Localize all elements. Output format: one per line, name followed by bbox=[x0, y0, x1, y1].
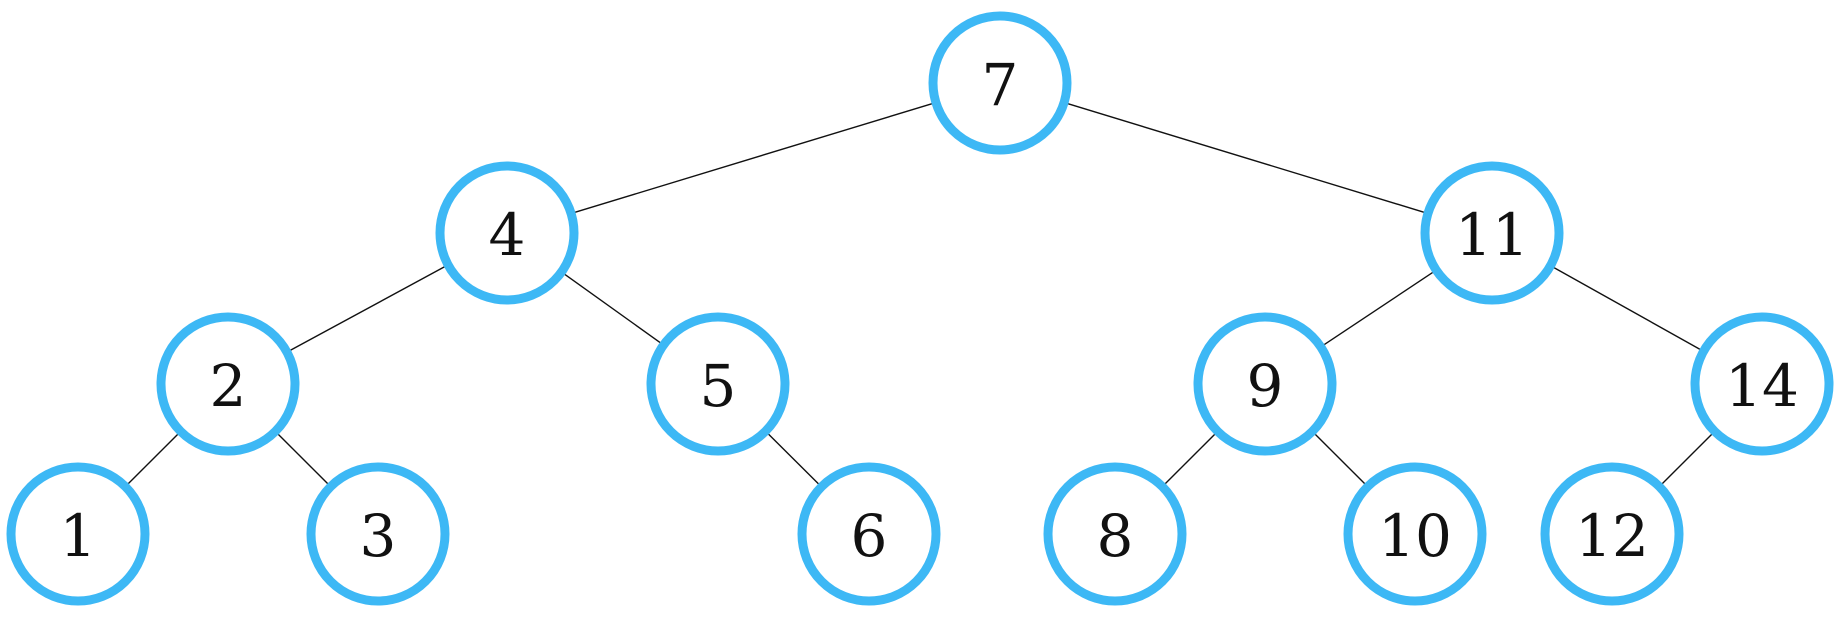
tree-node-1: 1 bbox=[6, 462, 150, 606]
node-label: 8 bbox=[1097, 502, 1134, 570]
edge-n14-n12 bbox=[1661, 433, 1713, 485]
edge-n2-n3 bbox=[277, 433, 329, 485]
tree-node-8: 8 bbox=[1043, 462, 1187, 606]
node-circle bbox=[1343, 462, 1487, 606]
node-label: 12 bbox=[1575, 502, 1649, 570]
edge-n4-n5 bbox=[564, 273, 661, 344]
node-label: 14 bbox=[1725, 352, 1799, 420]
tree-node-14: 14 bbox=[1690, 312, 1834, 456]
edge-n2-n1 bbox=[127, 433, 179, 485]
tree-node-12: 12 bbox=[1540, 462, 1684, 606]
node-label: 2 bbox=[210, 352, 247, 420]
node-circle bbox=[156, 312, 300, 456]
edge-n11-n9 bbox=[1323, 271, 1434, 346]
node-circle bbox=[797, 462, 941, 606]
edge-n9-n10 bbox=[1314, 433, 1366, 485]
tree-node-9: 9 bbox=[1193, 312, 1337, 456]
edge-n9-n8 bbox=[1164, 433, 1216, 485]
tree-nodes: 7 4 11 2 5 9 14 1 3 6 8 10 12 bbox=[6, 11, 1834, 606]
node-circle bbox=[1690, 312, 1834, 456]
node-label: 9 bbox=[1247, 352, 1284, 420]
node-label: 6 bbox=[851, 502, 888, 570]
node-circle bbox=[1193, 312, 1337, 456]
node-circle bbox=[1043, 462, 1187, 606]
tree-node-7: 7 bbox=[928, 11, 1072, 155]
node-circle bbox=[928, 11, 1072, 155]
node-label: 3 bbox=[360, 502, 397, 570]
node-label: 7 bbox=[982, 51, 1019, 119]
tree-node-5: 5 bbox=[646, 312, 790, 456]
tree-node-10: 10 bbox=[1343, 462, 1487, 606]
tree-node-3: 3 bbox=[306, 462, 450, 606]
node-label: 1 bbox=[60, 502, 97, 570]
node-circle bbox=[1540, 462, 1684, 606]
node-circle bbox=[646, 312, 790, 456]
tree-node-4: 4 bbox=[435, 161, 579, 305]
node-label: 11 bbox=[1455, 201, 1529, 269]
edge-n11-n14 bbox=[1553, 267, 1701, 350]
edge-n7-n4 bbox=[574, 102, 933, 214]
tree-edges bbox=[127, 102, 1713, 485]
node-circle bbox=[306, 462, 450, 606]
tree-node-2: 2 bbox=[156, 312, 300, 456]
tree-node-11: 11 bbox=[1420, 161, 1564, 305]
tree-node-6: 6 bbox=[797, 462, 941, 606]
edge-n5-n6 bbox=[767, 433, 820, 485]
edge-n7-n11 bbox=[1067, 103, 1425, 213]
node-label: 10 bbox=[1378, 502, 1452, 570]
node-circle bbox=[435, 161, 579, 305]
node-circle bbox=[6, 462, 150, 606]
node-label: 5 bbox=[700, 352, 737, 420]
node-circle bbox=[1420, 161, 1564, 305]
edge-n4-n2 bbox=[290, 266, 445, 351]
node-label: 4 bbox=[489, 201, 526, 269]
